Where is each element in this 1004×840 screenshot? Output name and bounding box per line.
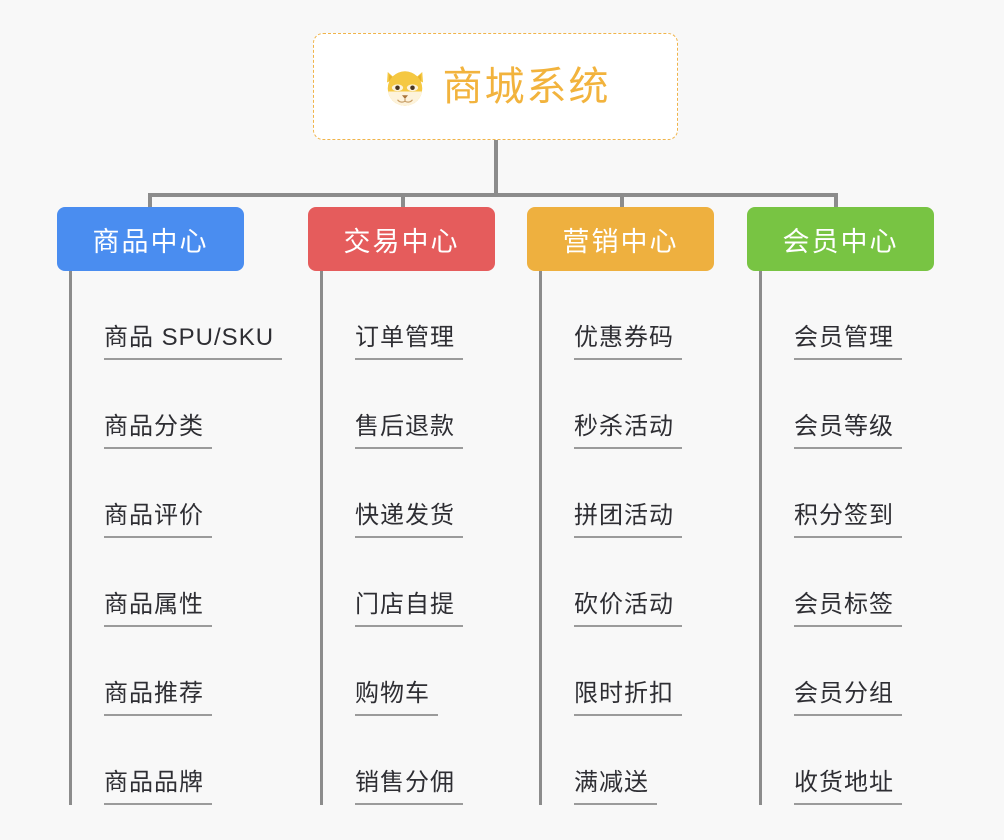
leaf-label: 砍价活动 (574, 591, 682, 627)
list-item[interactable]: 会员管理 (762, 271, 934, 360)
shiba-dog-face-icon (386, 70, 423, 106)
leaf-label: 满减送 (574, 769, 657, 805)
leaf-label: 积分签到 (794, 502, 902, 538)
list-item[interactable]: 销售分佣 (323, 716, 495, 805)
leaf-label: 快递发货 (355, 502, 463, 538)
list-item[interactable]: 积分签到 (762, 449, 934, 538)
connector-drop-1 (148, 193, 152, 209)
leaf-label: 门店自提 (355, 591, 463, 627)
branch-header-trade[interactable]: 交易中心 (308, 207, 495, 271)
branch-header-member[interactable]: 会员中心 (747, 207, 934, 271)
leaf-label: 订单管理 (355, 324, 463, 360)
branch-items-member: 会员管理 会员等级 积分签到 会员标签 会员分组 收货地址 (759, 271, 934, 805)
connector-drop-2 (401, 193, 405, 209)
list-item[interactable]: 快递发货 (323, 449, 495, 538)
leaf-label: 售后退款 (355, 413, 463, 449)
list-item[interactable]: 限时折扣 (542, 627, 714, 716)
branch-header-product[interactable]: 商品中心 (57, 207, 244, 271)
leaf-label: 优惠券码 (574, 324, 682, 360)
list-item[interactable]: 购物车 (323, 627, 495, 716)
list-item[interactable]: 商品分类 (72, 360, 244, 449)
root-node[interactable]: 商城系统 (313, 33, 678, 140)
branch-label-member: 会员中心 (782, 226, 899, 257)
list-item[interactable]: 砍价活动 (542, 538, 714, 627)
list-item[interactable]: 会员标签 (762, 538, 934, 627)
leaf-label: 会员等级 (794, 413, 902, 449)
branch-header-marketing[interactable]: 营销中心 (527, 207, 714, 271)
list-item[interactable]: 商品品牌 (72, 716, 244, 805)
list-item[interactable]: 售后退款 (323, 360, 495, 449)
branch-label-trade: 交易中心 (343, 226, 460, 257)
leaf-label: 销售分佣 (355, 769, 463, 805)
list-item[interactable]: 商品评价 (72, 449, 244, 538)
leaf-label: 会员管理 (794, 324, 902, 360)
leaf-label: 拼团活动 (574, 502, 682, 538)
leaf-label: 会员分组 (794, 680, 902, 716)
list-item[interactable]: 拼团活动 (542, 449, 714, 538)
list-item[interactable]: 满减送 (542, 716, 714, 805)
list-item[interactable]: 商品 SPU/SKU (72, 271, 283, 360)
list-item[interactable]: 优惠券码 (542, 271, 714, 360)
branch-items-product: 商品 SPU/SKU 商品分类 商品评价 商品属性 商品推荐 商品品牌 (69, 271, 283, 805)
branch-label-marketing: 营销中心 (562, 226, 679, 257)
list-item[interactable]: 门店自提 (323, 538, 495, 627)
list-item[interactable]: 秒杀活动 (542, 360, 714, 449)
leaf-label: 购物车 (355, 680, 438, 716)
branch-column-member: 会员中心 会员管理 会员等级 积分签到 会员标签 会员分组 收货地址 (747, 207, 934, 805)
leaf-label: 商品 SPU/SKU (104, 324, 283, 360)
list-item[interactable]: 收货地址 (762, 716, 934, 805)
branch-items-trade: 订单管理 售后退款 快递发货 门店自提 购物车 销售分佣 (320, 271, 495, 805)
leaf-label: 收货地址 (794, 769, 902, 805)
root-title: 商城系统 (442, 64, 611, 109)
branch-column-product: 商品中心 商品 SPU/SKU 商品分类 商品评价 商品属性 商品推荐 商品品牌 (57, 207, 283, 805)
list-item[interactable]: 会员分组 (762, 627, 934, 716)
branch-column-trade: 交易中心 订单管理 售后退款 快递发货 门店自提 购物车 销售分佣 (308, 207, 495, 805)
leaf-label: 商品属性 (104, 591, 212, 627)
leaf-label: 商品推荐 (104, 680, 212, 716)
list-item[interactable]: 会员等级 (762, 360, 934, 449)
leaf-label: 秒杀活动 (574, 413, 682, 449)
leaf-label: 商品分类 (104, 413, 212, 449)
branch-column-marketing: 营销中心 优惠券码 秒杀活动 拼团活动 砍价活动 限时折扣 满减送 (527, 207, 714, 805)
connector-horizontal-bar (150, 193, 838, 197)
connector-drop-4 (834, 193, 838, 209)
connector-drop-3 (620, 193, 624, 209)
list-item[interactable]: 商品属性 (72, 538, 244, 627)
list-item[interactable]: 订单管理 (323, 271, 495, 360)
leaf-label: 会员标签 (794, 591, 902, 627)
branch-label-product: 商品中心 (92, 226, 209, 257)
list-item[interactable]: 商品推荐 (72, 627, 244, 716)
connector-stem (494, 140, 498, 197)
leaf-label: 限时折扣 (574, 680, 682, 716)
leaf-label: 商品评价 (104, 502, 212, 538)
leaf-label: 商品品牌 (104, 769, 212, 805)
branch-items-marketing: 优惠券码 秒杀活动 拼团活动 砍价活动 限时折扣 满减送 (539, 271, 714, 805)
